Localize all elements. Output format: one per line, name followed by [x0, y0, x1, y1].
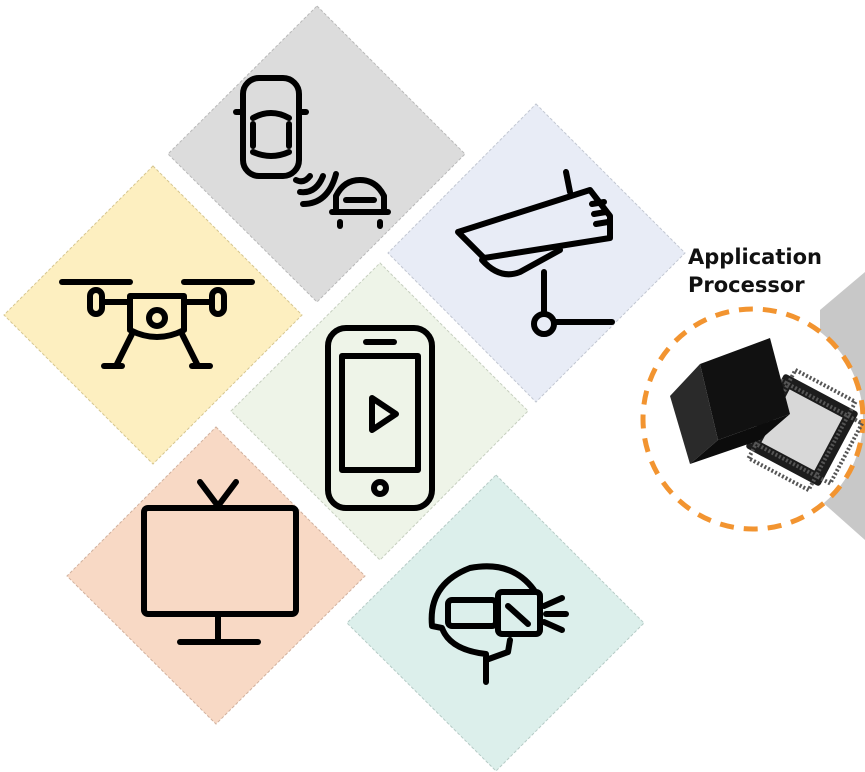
tv-icon [141, 479, 299, 645]
smartphone-tile [230, 262, 529, 561]
vr-headset-icon [428, 563, 569, 685]
tv-tile [66, 426, 366, 725]
drone-tile [3, 165, 303, 465]
processor-label-line2: Processor [688, 273, 805, 297]
smartphone-play-icon [325, 325, 435, 511]
camera-tile [387, 103, 686, 403]
processor-label: Application Processor [688, 243, 822, 299]
security-camera-icon [455, 169, 615, 337]
chip-icon [670, 338, 865, 493]
processor-label-line1: Application [688, 245, 822, 269]
vehicle-tile [167, 5, 466, 303]
car-radar-icon [233, 75, 391, 229]
drone-icon [59, 279, 255, 369]
